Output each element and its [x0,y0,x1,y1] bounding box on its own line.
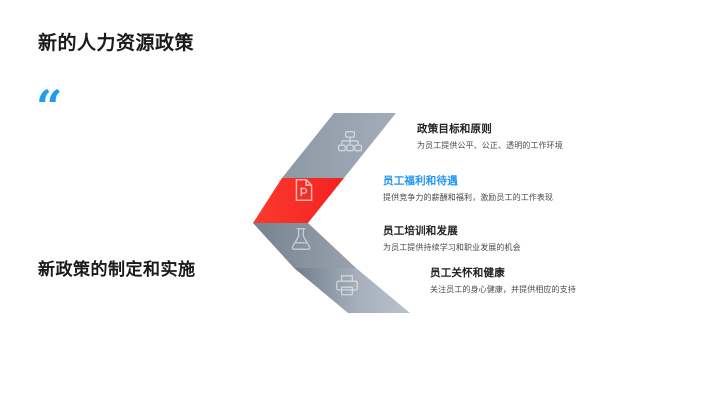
list-item-heading: 政策目标和原则 [417,123,492,135]
list-item-heading: 员工福利和待遇 [383,175,458,187]
section-subtitle: 新政策的制定和实施 [38,260,196,279]
chevron-band-3 [253,223,356,268]
list-item[interactable]: 政策目标和原则 为员工提供公平、公正、透明的工作环境 [417,122,697,152]
list-item[interactable]: 员工关怀和健康 关注员工的身心健康，并提供相应的支持 [417,266,697,296]
quote-mark-icon: “ [36,80,63,134]
presentation-file-icon [291,177,317,203]
list-item-heading: 员工关怀和健康 [430,267,505,279]
org-chart-icon [337,129,363,155]
list-item-description: 为员工提供持续学习和职业发展的机会 [383,243,521,252]
list-item-description: 提供竞争力的薪酬和福利，激励员工的工作表现 [383,193,554,202]
list-item-description: 为员工提供公平、公正、透明的工作环境 [417,141,563,150]
list-item[interactable]: 员工福利和待遇 提供竞争力的薪酬和福利，激励员工的工作表现 [383,174,697,204]
list-item-description: 关注员工的身心健康，并提供相应的支持 [430,285,576,294]
list-item[interactable]: 员工培训和发展 为员工提供持续学习和职业发展的机会 [383,224,697,254]
printer-icon [334,272,360,298]
flask-icon [288,226,314,252]
list-item-heading: 员工培训和发展 [383,225,458,237]
chevron-diagram [248,106,428,318]
page-title: 新的人力资源政策 [38,33,195,54]
